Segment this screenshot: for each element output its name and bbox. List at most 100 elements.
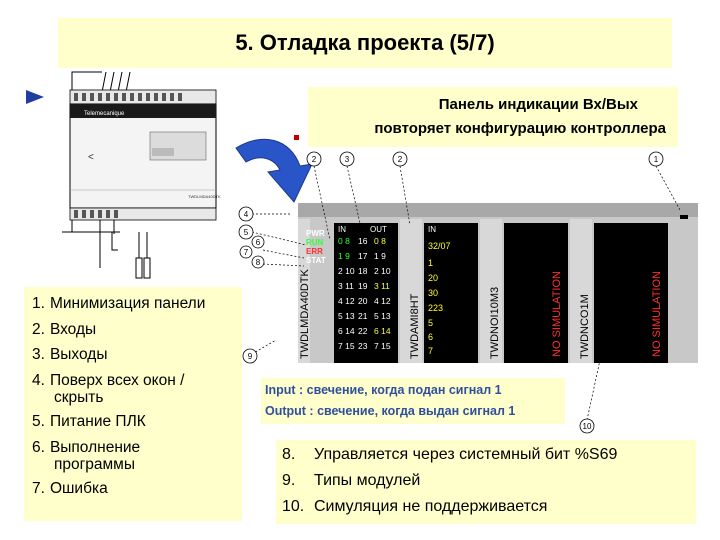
bullet-arrow-icon xyxy=(26,90,44,104)
simulation-label-1: NO SIMULATION xyxy=(551,271,563,357)
list-item-text: Выполнение xyxy=(49,438,141,456)
list-item: 1.Минимизация панели xyxy=(32,291,242,317)
list-item: 5.Питание ПЛК xyxy=(32,409,242,435)
module4-label: TWDNCO1M xyxy=(579,294,591,359)
svg-text:5: 5 xyxy=(428,318,433,328)
io-input-value: 0 8 xyxy=(338,236,350,246)
terminal-screws-bottom xyxy=(74,210,118,218)
plc-model-label: TWDLMDA40DTK xyxy=(188,194,221,199)
note-line-2: повторяет конфигурацию контроллера xyxy=(374,120,666,137)
io-input-value-b: 19 xyxy=(358,281,368,291)
list-item-number: 5. xyxy=(32,413,45,430)
title-bar: 5. Отладка проекта (5/7) xyxy=(58,18,672,68)
svg-text:7: 7 xyxy=(428,346,433,356)
svg-text:1: 1 xyxy=(428,258,433,268)
svg-text:1: 1 xyxy=(654,155,659,164)
io-input-value: 1 9 xyxy=(338,251,350,261)
io-output-value: 3 11 xyxy=(374,281,390,291)
io-output-value: 0 8 xyxy=(374,236,386,246)
svg-text:8: 8 xyxy=(256,258,261,267)
io-input-value-b: 22 xyxy=(358,326,368,336)
list-item-number: 6. xyxy=(32,438,45,456)
io-output-value: 7 15 xyxy=(374,341,391,351)
io-output-value: 2 10 xyxy=(374,266,391,276)
svg-text:2: 2 xyxy=(398,155,403,164)
top-wires xyxy=(71,71,131,93)
list-item: 7.Ошибка xyxy=(32,476,242,502)
svg-text:9: 9 xyxy=(248,352,253,361)
page-title: 5. Отладка проекта (5/7) xyxy=(235,30,495,55)
svg-text:223: 223 xyxy=(428,303,443,313)
io-input-value-b: 17 xyxy=(358,251,368,261)
svg-text:10: 10 xyxy=(583,422,592,431)
svg-text:PWR: PWR xyxy=(306,229,325,238)
list-item-text: Минимизация панели xyxy=(49,295,206,312)
legend-input: Input : свечение, когда подан сигнал 1 xyxy=(265,383,502,397)
module2-label: TWDAMI8HT xyxy=(409,293,421,359)
list-item-number: 2. xyxy=(32,320,45,338)
io-input-value-b: 18 xyxy=(358,266,368,276)
list-item-number: 1. xyxy=(32,295,45,312)
out-header: OUT xyxy=(370,225,387,234)
io-input-value-b: 16 xyxy=(358,236,368,246)
main-module-label: TWDLMDA40DTK xyxy=(299,268,311,359)
curved-arrow-icon xyxy=(235,138,313,203)
io-output-value: 1 9 xyxy=(374,251,386,261)
marker-dot xyxy=(294,135,299,140)
svg-text:30: 30 xyxy=(428,288,438,298)
module3-label: TWDNOI10M3 xyxy=(489,287,501,359)
svg-text:32/07: 32/07 xyxy=(428,241,451,251)
io-indication-panel: TWDLMDA40DTK PWR RUN ERR STAT IN OUT 0 8… xyxy=(298,203,698,363)
svg-text:20: 20 xyxy=(428,273,438,283)
io-output-value: 6 14 xyxy=(374,326,391,336)
note-panel: Панель индикации Вх/Вых повторяет конфиг… xyxy=(308,87,678,147)
svg-text:6: 6 xyxy=(256,238,261,247)
list-item-number: 3. xyxy=(32,346,45,363)
io-input-value-b: 23 xyxy=(358,341,368,351)
info-item: 8.Управляется через системный бит %S69 xyxy=(282,446,618,463)
legend-output: Output : свечение, когда выдан сигнал 1 xyxy=(265,404,516,418)
list-item-number: 7. xyxy=(32,480,45,497)
note-line-1: Панель индикации Вх/Вых xyxy=(438,96,638,113)
list-item-continuation: программы xyxy=(54,456,135,473)
module2-header: IN xyxy=(428,225,436,234)
list-item-text: Ошибка xyxy=(49,480,108,497)
svg-text:3: 3 xyxy=(345,155,350,164)
io-output-value: 4 12 xyxy=(374,296,391,306)
io-input-value: 3 11 xyxy=(338,281,354,291)
io-input-value: 6 14 xyxy=(338,326,355,336)
plc-brand-label: Telemecanique xyxy=(84,111,125,117)
list-item-number: 4. xyxy=(32,371,45,389)
info-item: 9.Типы модулей xyxy=(282,472,421,489)
list-item-text: Входы xyxy=(49,320,97,338)
list-item: 3.Выходы xyxy=(32,342,242,368)
status-leds: PWR RUN ERR STAT xyxy=(306,229,326,265)
io-input-value-b: 20 xyxy=(358,296,368,306)
info-panel: 8.Управляется через системный бит %S69 9… xyxy=(276,440,696,524)
list-item-text: Питание ПЛК xyxy=(49,413,146,430)
info-item: 10.Симуляция не поддерживается xyxy=(282,498,548,515)
svg-text:7: 7 xyxy=(244,248,249,257)
io-input-value: 5 13 xyxy=(338,311,355,321)
list-item: 2.Входы xyxy=(32,317,242,343)
svg-text:<: < xyxy=(88,152,94,163)
svg-text:6: 6 xyxy=(428,332,433,342)
plc-device-illustration: Telemecanique < TWDLMDA40DTK xyxy=(69,71,221,234)
io-output-value: 5 13 xyxy=(374,311,391,321)
terminal-screws-top xyxy=(74,93,182,101)
list-item-continuation: скрыть xyxy=(54,389,104,406)
simulation-label-2: NO SIMULATION xyxy=(651,271,663,357)
list-item: 4.Поверх всех окон /скрыть xyxy=(32,368,242,408)
svg-text:ERR: ERR xyxy=(306,247,323,256)
in-header: IN xyxy=(338,225,346,234)
io-input-value: 7 15 xyxy=(338,341,355,351)
list-item-text: Выходы xyxy=(49,346,108,363)
list-item-text: Поверх всех окон / xyxy=(49,371,185,389)
wiring-illustration xyxy=(62,231,151,279)
svg-text:STAT: STAT xyxy=(306,256,326,265)
svg-text:RUN: RUN xyxy=(306,238,324,247)
